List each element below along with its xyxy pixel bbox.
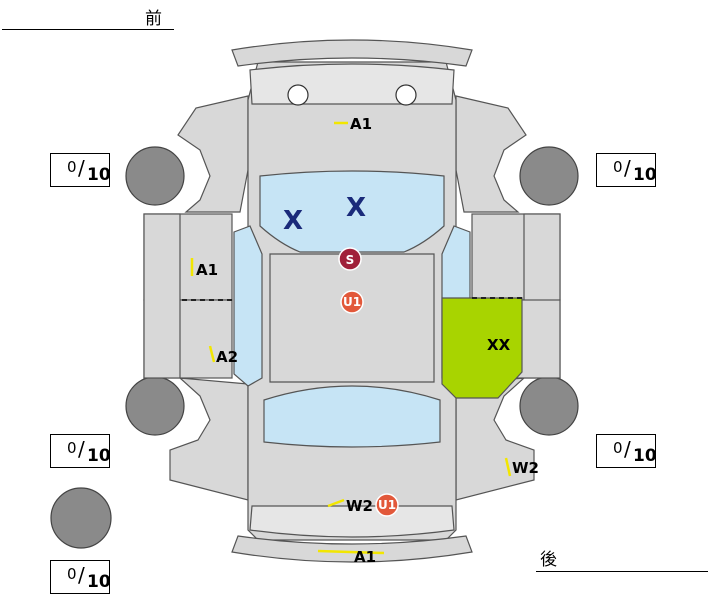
tread-denominator: 10	[633, 446, 657, 466]
tire-rear-right[interactable]	[519, 376, 579, 436]
tread-slash: /	[624, 156, 631, 180]
tread-box-spare[interactable]: 0 / 10	[50, 560, 111, 594]
tread-value: 0	[67, 565, 77, 583]
rear-left-fender[interactable]	[169, 377, 249, 501]
mark-right-rear-quarter: W2	[512, 459, 539, 477]
tread-slash: /	[78, 156, 85, 180]
rear-right-fender[interactable]	[455, 377, 535, 501]
badge-u1-roof[interactable]: U1	[340, 290, 364, 314]
mark-front-bumper: A1	[350, 115, 372, 133]
left-rocker[interactable]	[143, 213, 181, 379]
tread-box-rear-right[interactable]: 0 / 10	[596, 434, 657, 468]
left-side-window[interactable]	[233, 225, 263, 387]
tread-box-front-left[interactable]: 0 / 10	[50, 153, 111, 187]
tread-box-front-right[interactable]: 0 / 10	[596, 153, 657, 187]
mark-rear-panel: W2	[346, 497, 373, 515]
left-headlight	[287, 84, 309, 106]
mark-right-rear-door: XX	[487, 336, 511, 354]
tread-slash: /	[78, 437, 85, 461]
rear-label: 後	[540, 550, 558, 570]
front-bumper[interactable]	[231, 39, 473, 67]
mark-left-rear-door: A2	[216, 348, 238, 366]
tread-slash: /	[78, 563, 85, 587]
roof[interactable]	[269, 253, 435, 383]
tire-rear-left[interactable]	[125, 376, 185, 436]
rear-label-underline	[536, 571, 708, 572]
tread-value: 0	[613, 439, 623, 457]
rear-window[interactable]	[263, 385, 441, 448]
tread-denominator: 10	[87, 446, 111, 466]
windshield-x-mark-2: X	[346, 193, 366, 223]
front-grille	[249, 63, 455, 105]
badge-u1-roof-label: U1	[343, 295, 361, 309]
tread-denominator: 10	[87, 572, 111, 592]
badge-u1-rear[interactable]: U1	[375, 493, 399, 517]
right-headlight	[395, 84, 417, 106]
badge-s-label: S	[346, 253, 355, 267]
front-label-underline	[2, 29, 174, 30]
mark-rear-bumper: A1	[354, 548, 376, 566]
rear-panel[interactable]	[249, 505, 455, 538]
scratch-left-rear	[208, 345, 216, 363]
windshield-x-mark-1: X	[283, 206, 303, 236]
tire-front-right[interactable]	[519, 146, 579, 206]
windshield[interactable]	[259, 170, 445, 253]
scratch-rear-panel	[327, 498, 345, 508]
tread-value: 0	[613, 158, 623, 176]
scratch-right-rear	[504, 457, 512, 477]
tread-value: 0	[67, 439, 77, 457]
tread-denominator: 10	[87, 165, 111, 185]
spare-tire[interactable]	[50, 487, 112, 549]
rear-bumper[interactable]	[231, 535, 473, 563]
tread-box-rear-left[interactable]: 0 / 10	[50, 434, 111, 468]
tire-front-left[interactable]	[125, 146, 185, 206]
mark-left-front-door: A1	[196, 261, 218, 279]
front-left-fender[interactable]	[177, 95, 249, 213]
front-right-fender[interactable]	[455, 95, 527, 213]
front-label: 前	[145, 9, 163, 29]
scratch-rear-bumper	[317, 549, 385, 555]
badge-u1-rear-label: U1	[378, 498, 396, 512]
tread-value: 0	[67, 158, 77, 176]
badge-s[interactable]: S	[338, 247, 362, 271]
tread-slash: /	[624, 437, 631, 461]
tread-denominator: 10	[633, 165, 657, 185]
